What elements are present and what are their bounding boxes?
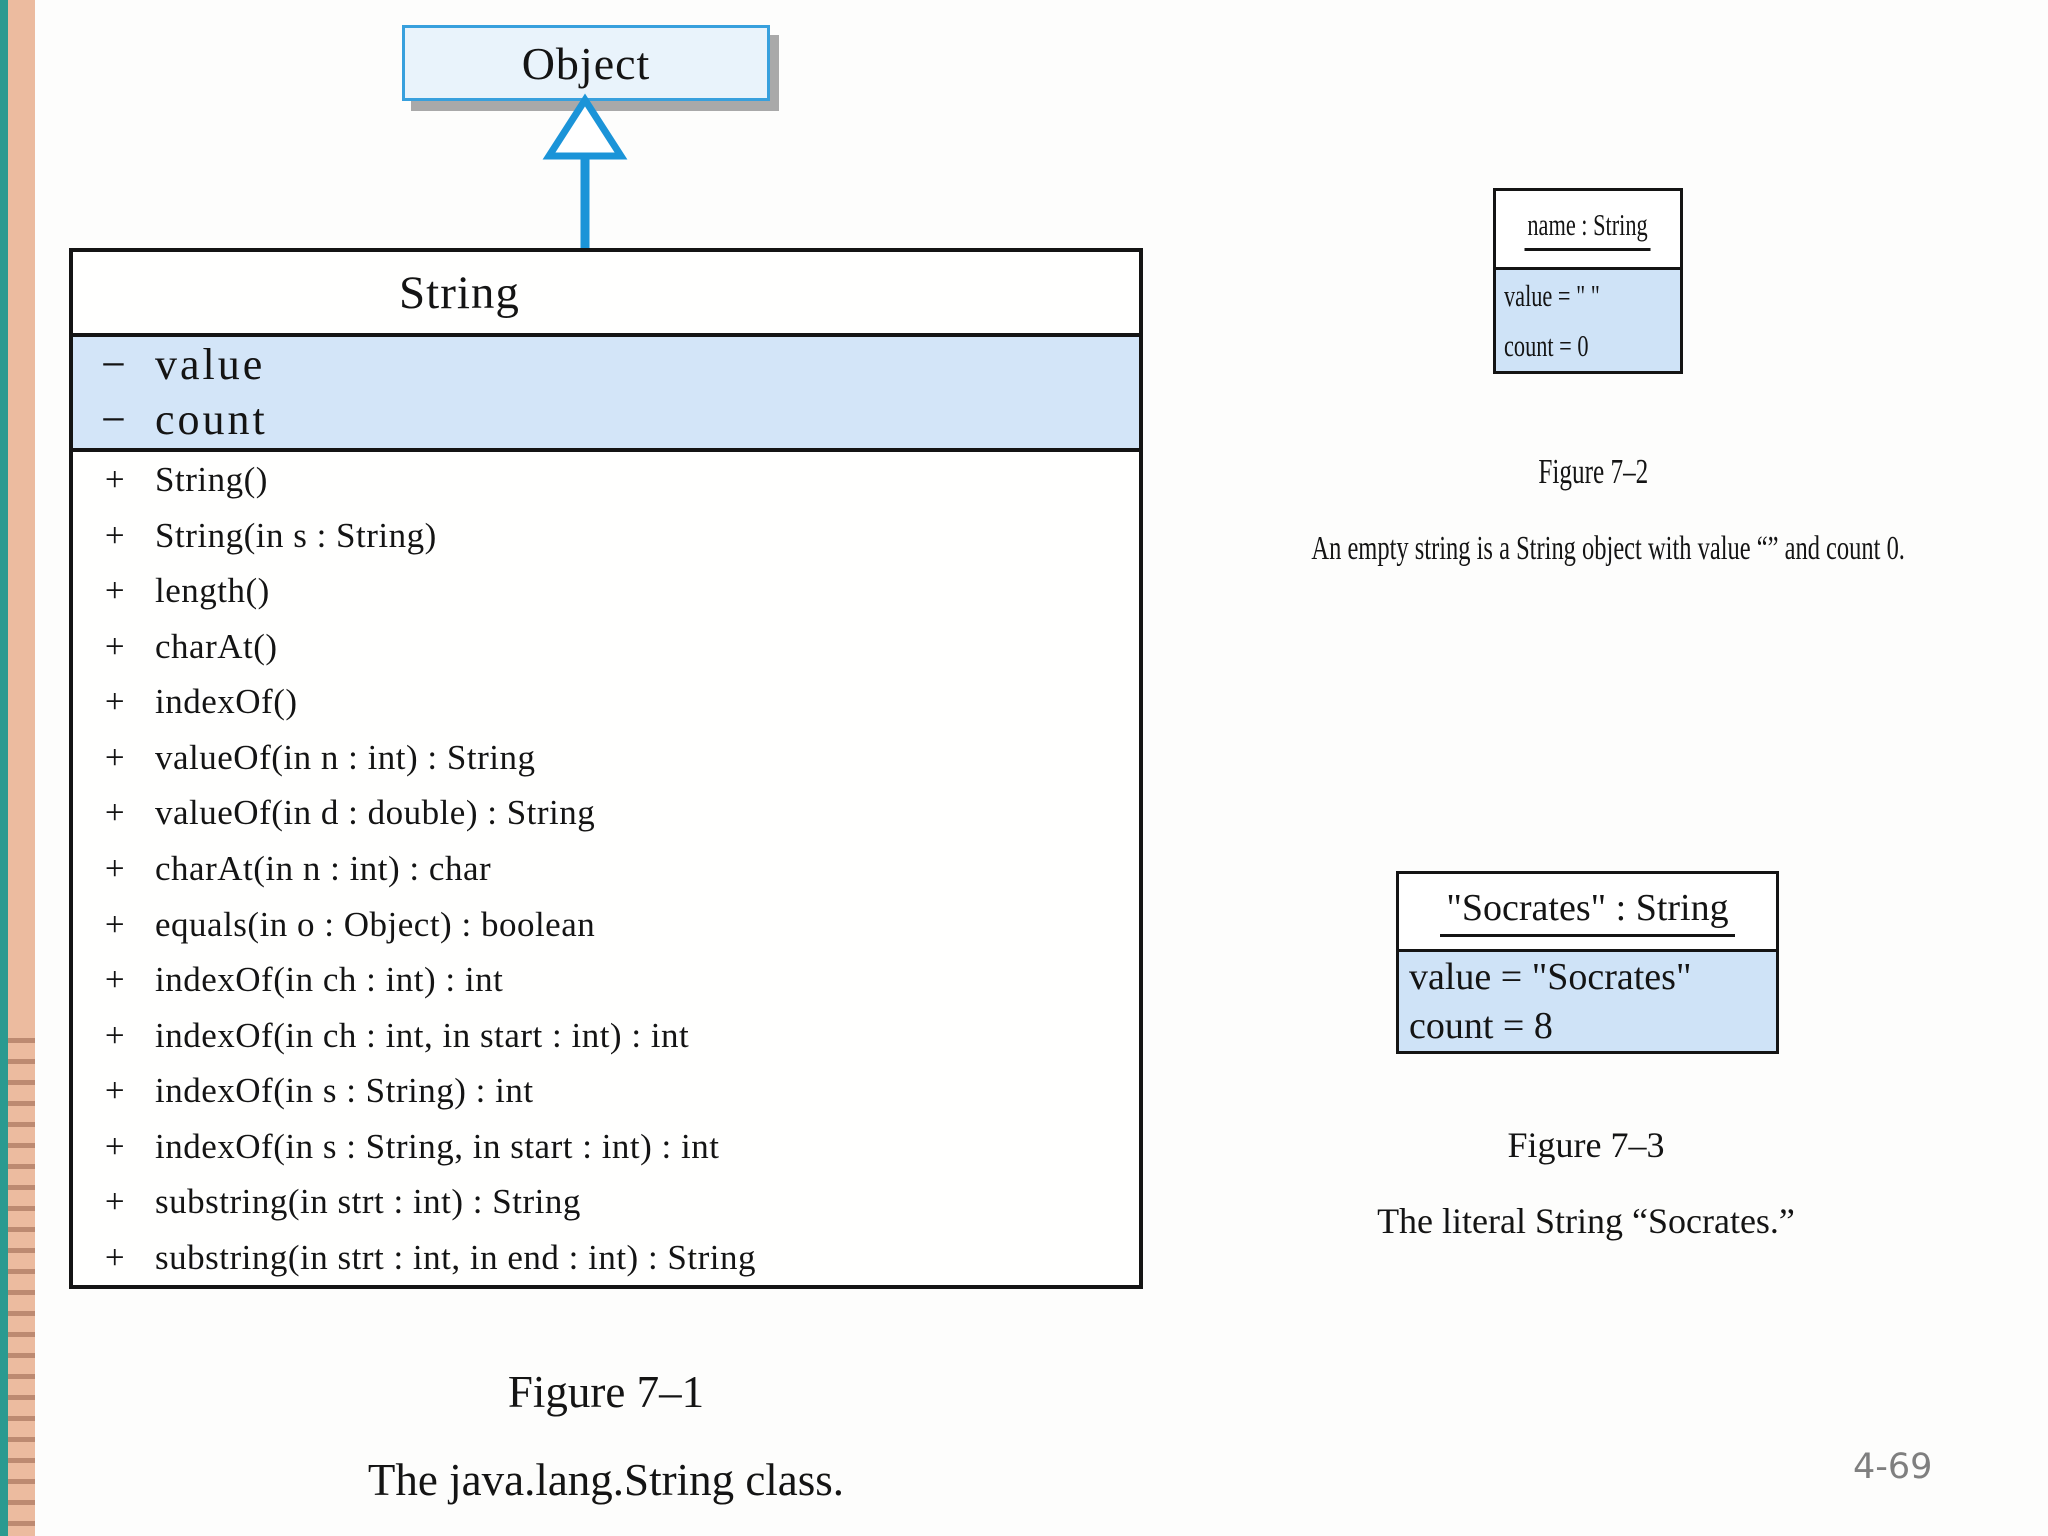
visibility-plus-sign: +: [104, 1126, 126, 1166]
visibility-plus-sign: +: [104, 1071, 126, 1111]
method-signature: equals(in o : Object) : boolean: [155, 904, 596, 944]
method-signature: length(): [155, 571, 270, 611]
method-row: + indexOf(): [73, 684, 1139, 719]
object-box-header: name : String: [1496, 191, 1680, 267]
uml-socrates-string-object-box: "Socrates" : String value = "Socrates" c…: [1396, 871, 1779, 1054]
class-attributes-compartment: − value − count: [73, 337, 1139, 452]
method-signature: substring(in strt : int, in end : int) :…: [155, 1237, 756, 1277]
method-signature: indexOf(in ch : int) : int: [155, 960, 504, 1000]
object-box-fields: value = "Socrates" count = 8: [1399, 949, 1776, 1051]
slide-edge-strip-teal: [0, 0, 8, 1536]
field-count: count = 8: [1409, 1005, 1553, 1048]
method-row: + length(): [73, 573, 1139, 608]
method-row: + String(): [73, 462, 1139, 497]
method-row: + equals(in o : Object) : boolean: [73, 907, 1139, 942]
method-row: + indexOf(in s : String, in start : int)…: [73, 1129, 1139, 1164]
method-signature: indexOf(in s : String) : int: [155, 1071, 534, 1111]
method-signature: charAt(): [155, 626, 278, 666]
object-box-name: name : String: [1524, 207, 1652, 251]
figure2-caption: An empty string is a String object with …: [1196, 530, 1996, 568]
method-signature: charAt(in n : int) : char: [155, 848, 492, 888]
visibility-plus-sign: +: [104, 571, 126, 611]
attribute-row: − count: [73, 398, 1139, 442]
method-signature: String(): [155, 460, 268, 500]
visibility-plus-sign: +: [104, 1237, 126, 1277]
method-row: + charAt(in n : int) : char: [73, 851, 1139, 886]
method-signature: String(in s : String): [155, 515, 437, 555]
visibility-plus-sign: +: [104, 1182, 126, 1222]
uml-string-class-box: String − value − count + String() + Stri…: [69, 248, 1143, 1289]
visibility-plus-sign: +: [104, 1015, 126, 1055]
visibility-plus-sign: +: [104, 682, 126, 722]
visibility-plus-sign: +: [104, 960, 126, 1000]
method-signature: indexOf(): [155, 682, 298, 722]
method-row: + valueOf(in d : double) : String: [73, 795, 1139, 830]
field-count: count = 0: [1504, 328, 1589, 364]
figure1-title: Figure 7–1: [507, 1367, 705, 1417]
method-row: + substring(in strt : int) : String: [73, 1184, 1139, 1219]
field-value: value = "Socrates": [1409, 955, 1692, 998]
visibility-plus-sign: +: [104, 737, 126, 777]
attribute-name: value: [155, 339, 266, 389]
object-box-name: "Socrates" : String: [1440, 886, 1735, 937]
visibility-minus-sign: −: [101, 339, 129, 389]
field-value: value = " ": [1504, 277, 1600, 313]
object-box-header: "Socrates" : String: [1399, 874, 1776, 949]
superclass-name: Object: [521, 37, 651, 89]
attribute-row: − value: [73, 339, 1139, 389]
method-row: + valueOf(in n : int) : String: [73, 740, 1139, 775]
figure3-title: Figure 7–3: [1507, 1125, 1665, 1165]
inheritance-arrow-icon: [542, 93, 628, 252]
method-signature: valueOf(in n : int) : String: [155, 737, 536, 777]
uml-object-superclass-box: Object: [402, 25, 770, 101]
figure2-caption-text: An empty string is a String object with …: [1311, 530, 1905, 567]
visibility-plus-sign: +: [104, 848, 126, 888]
slide-page-number: 4-69: [1853, 1447, 1933, 1487]
object-box-fields: value = " " count = 0: [1496, 267, 1680, 371]
class-title-compartment: String: [73, 252, 1139, 337]
method-row: + charAt(): [73, 629, 1139, 664]
figure2-title-text: Figure 7–2: [1538, 452, 1648, 491]
method-signature: indexOf(in s : String, in start : int) :…: [155, 1126, 720, 1166]
strip-texture-lines: [8, 1022, 35, 1536]
class-name: String: [399, 266, 520, 319]
figure2-title: Figure 7–2: [1393, 452, 1793, 492]
method-row: + substring(in strt : int, in end : int)…: [73, 1240, 1139, 1275]
attribute-name: count: [155, 395, 268, 445]
visibility-plus-sign: +: [104, 460, 126, 500]
method-signature: valueOf(in d : double) : String: [155, 793, 596, 833]
method-row: + String(in s : String): [73, 518, 1139, 553]
method-signature: substring(in strt : int) : String: [155, 1182, 581, 1222]
method-row: + indexOf(in ch : int, in start : int) :…: [73, 1018, 1139, 1053]
visibility-minus-sign: −: [101, 395, 129, 445]
visibility-plus-sign: +: [104, 904, 126, 944]
class-methods-compartment: + String() + String(in s : String) + len…: [73, 452, 1139, 1285]
uml-empty-string-object-box: name : String value = " " count = 0: [1493, 188, 1683, 374]
method-signature: indexOf(in ch : int, in start : int) : i…: [155, 1015, 690, 1055]
slide-edge-strip-salmon: [8, 0, 35, 1536]
figure1-caption: The java.lang.String class.: [367, 1455, 845, 1505]
method-row: + indexOf(in ch : int) : int: [73, 962, 1139, 997]
visibility-plus-sign: +: [104, 626, 126, 666]
visibility-plus-sign: +: [104, 793, 126, 833]
method-row: + indexOf(in s : String) : int: [73, 1073, 1139, 1108]
figure3-caption: The literal String “Socrates.”: [1377, 1201, 1795, 1241]
visibility-plus-sign: +: [104, 515, 126, 555]
